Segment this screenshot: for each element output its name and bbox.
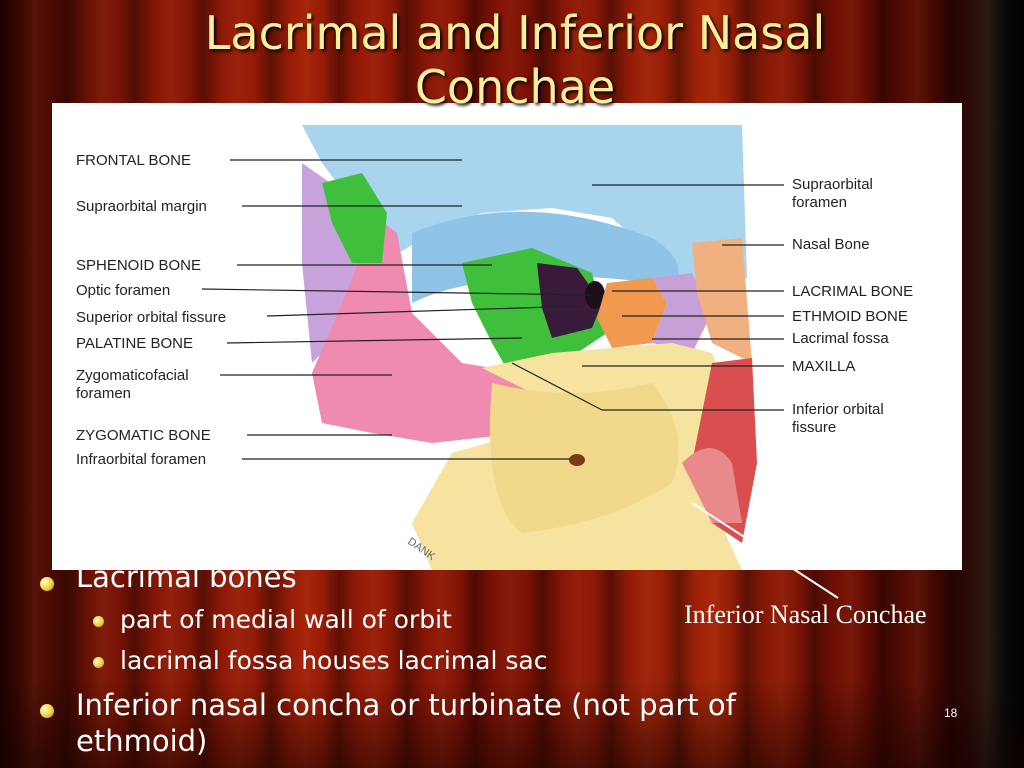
label-lacrimal-fossa: Lacrimal fossa — [792, 330, 889, 347]
sub-bullet-medial-wall: part of medial wall of orbit — [120, 605, 452, 634]
bullet-inferior-nasal-concha: Inferior nasal concha or turbinate (not … — [76, 688, 736, 722]
bullet-dot-icon — [93, 616, 104, 627]
label-frontal-bone: FRONTAL BONE — [76, 152, 192, 169]
label-optic-foramen: Optic foramen — [76, 282, 171, 299]
bullet-dot-icon — [40, 577, 54, 591]
label-inferior-orbital-fissure: Inferior orbital fissure — [792, 401, 884, 437]
bullet-inferior-nasal-concha-cont: ethmoid) — [76, 724, 208, 758]
label-sphenoid-bone: SPHENOID BONE — [76, 257, 202, 274]
label-palatine-bone: PALATINE BONE — [76, 335, 193, 352]
label-line: Zygomaticofacial — [76, 367, 189, 384]
caption-inferior-nasal-conchae: Inferior Nasal Conchae — [684, 600, 927, 629]
label-line: foramen — [76, 385, 132, 402]
title-line-1: Lacrimal and Inferior Nasal — [204, 6, 826, 60]
sub-bullet-lacrimal-fossa: lacrimal fossa houses lacrimal sac — [120, 646, 548, 675]
bullet-dot-icon — [93, 657, 104, 668]
label-supraorbital-margin: Supraorbital margin — [76, 198, 207, 215]
label-supraorbital-foramen: Supraorbital foramen — [792, 176, 873, 212]
label-maxilla: MAXILLA — [792, 358, 856, 375]
title-line-2: Conchae — [414, 60, 616, 114]
bullet-dot-icon — [40, 704, 54, 718]
label-zygomatic-bone: ZYGOMATIC BONE — [76, 427, 211, 444]
slide-number: 18 — [944, 706, 958, 720]
label-line: Supraorbital — [792, 176, 873, 193]
orbit-illustration: DANK — [201, 125, 784, 570]
label-line: foramen — [792, 194, 848, 211]
slide-title: Lacrimal and Inferior Nasal Conchae — [120, 6, 910, 114]
label-infraorbital-foramen: Infraorbital foramen — [76, 451, 207, 468]
label-superior-orbital-fissure: Superior orbital fissure — [76, 309, 227, 326]
label-zygomaticofacial-foramen: Zygomaticofacial foramen — [76, 367, 189, 403]
orbit-anatomy-figure: DANK FRONTAL BONE Supraorbital margin SP… — [52, 103, 962, 570]
bullet-lacrimal-bones: Lacrimal bones — [76, 560, 297, 594]
label-lacrimal-bone: LACRIMAL BONE — [792, 283, 914, 300]
label-line: fissure — [792, 419, 837, 436]
label-ethmoid-bone: ETHMOID BONE — [792, 308, 908, 325]
label-nasal-bone: Nasal Bone — [792, 236, 870, 253]
label-line: Inferior orbital — [792, 401, 884, 418]
